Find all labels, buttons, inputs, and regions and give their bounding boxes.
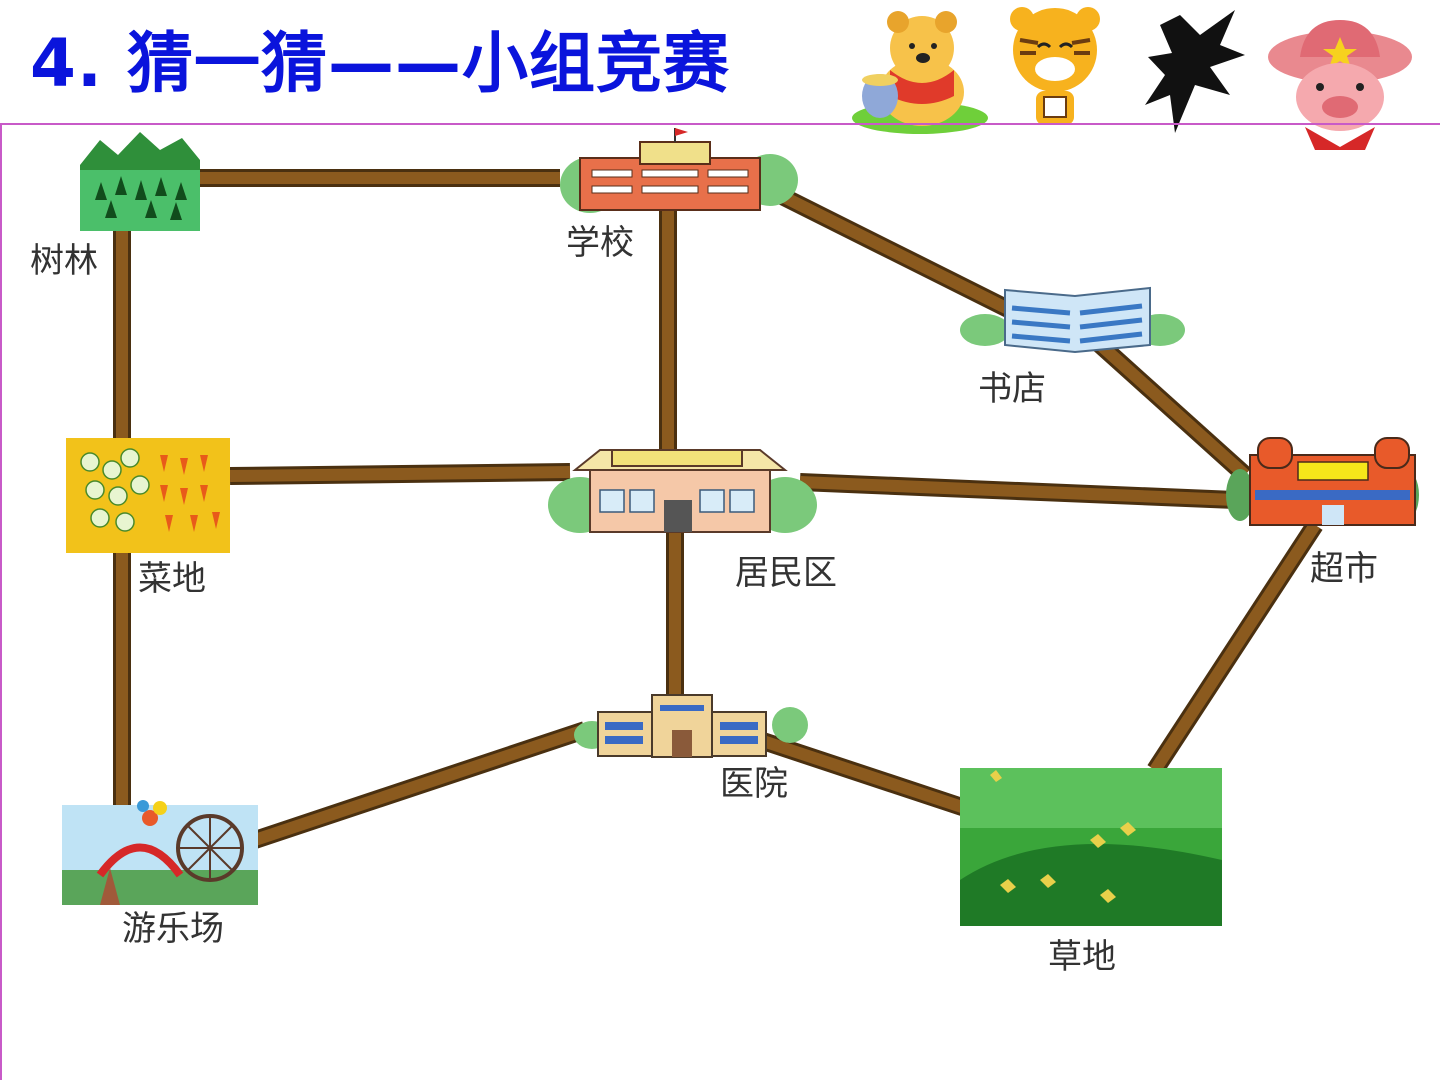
place-label-forest: 树林 bbox=[30, 241, 98, 281]
vegetable-field-icon bbox=[66, 438, 230, 553]
residential-icon bbox=[548, 449, 817, 533]
place-label-school: 学校 bbox=[566, 223, 634, 263]
slide-title: 4. 猜一猜——小组竞赛 bbox=[30, 25, 730, 102]
bookstore-icon bbox=[960, 286, 1185, 354]
place-label-residential: 居民区 bbox=[735, 553, 837, 593]
amusement-park-icon bbox=[62, 800, 258, 905]
place-label-grassland: 草地 bbox=[1048, 937, 1116, 977]
tiger-mascot-icon bbox=[1010, 7, 1100, 125]
supermarket-icon bbox=[1226, 437, 1419, 526]
place-label-vegetable-field: 菜地 bbox=[138, 559, 206, 599]
place-label-hospital: 医院 bbox=[720, 764, 788, 804]
left-border bbox=[0, 123, 2, 1080]
place-label-amusement-park: 游乐场 bbox=[122, 909, 224, 949]
grassland-icon bbox=[960, 768, 1222, 926]
place-label-bookstore: 书店 bbox=[978, 369, 1046, 409]
black-splat-icon bbox=[1145, 10, 1245, 133]
school-icon bbox=[560, 128, 798, 213]
forest-icon bbox=[80, 132, 200, 231]
bear-mascot-icon bbox=[852, 11, 988, 134]
roads bbox=[113, 169, 1323, 849]
place-label-supermarket: 超市 bbox=[1310, 549, 1378, 589]
title-divider bbox=[0, 123, 1440, 125]
road-fills bbox=[116, 172, 1321, 846]
pig-cowboy-mascot-icon bbox=[1268, 20, 1412, 150]
hospital-icon bbox=[574, 694, 808, 758]
